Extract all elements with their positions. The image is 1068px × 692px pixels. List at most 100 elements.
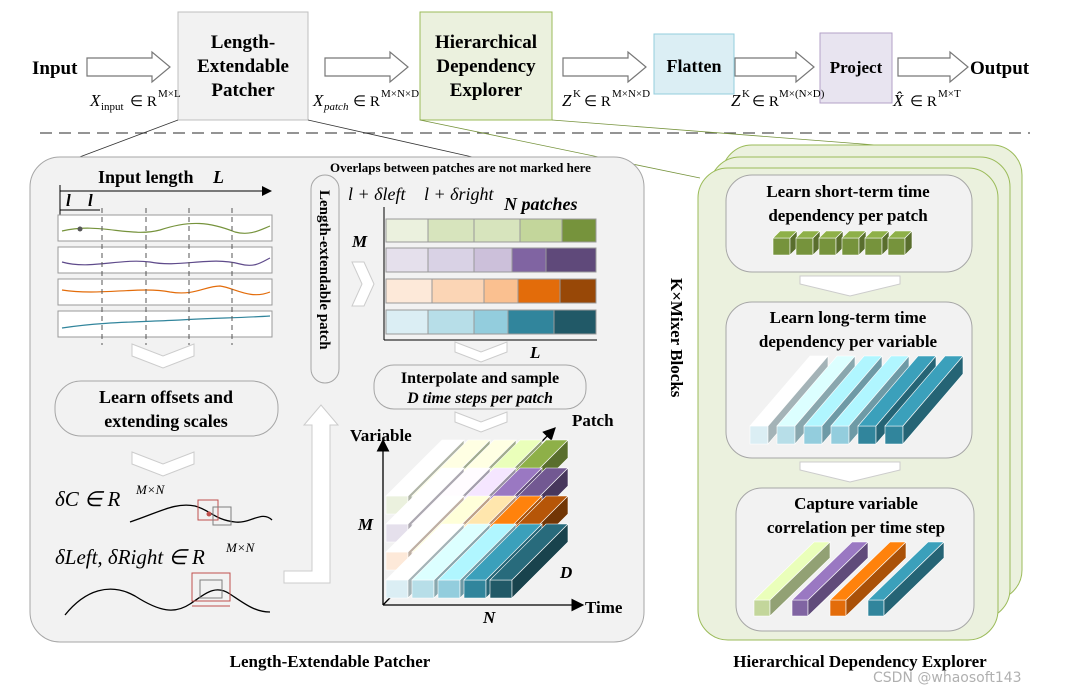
patch-cell — [427, 247, 475, 273]
long-bar-front — [857, 425, 877, 445]
patcher-box — [177, 11, 309, 121]
corr-bar-side — [845, 541, 907, 617]
patch-cell — [561, 218, 597, 243]
chevron-down-icon — [131, 343, 195, 369]
offset-window — [197, 499, 219, 521]
corr-bar-front — [753, 599, 771, 617]
patch-cell — [385, 218, 429, 243]
short-cube-side — [904, 230, 913, 256]
cube-cell-side — [511, 523, 569, 599]
short-term-cubes — [772, 230, 913, 256]
corr-bar-side — [807, 541, 869, 617]
overlap-note: Overlaps between patches are not marked … — [330, 160, 591, 175]
svg-text:X: X — [312, 91, 324, 110]
learn-offsets-line2: extending scales — [104, 411, 228, 431]
long-bar-front — [803, 425, 823, 445]
patch-cell — [553, 309, 597, 335]
offset-window-shift — [212, 506, 232, 526]
vertical-label: Length-extendable patch — [316, 190, 332, 350]
cube-cell-front — [489, 579, 513, 599]
delta-lr-sup: M×N — [225, 540, 256, 555]
patch-rows — [385, 218, 597, 335]
block-variable-corr-line1: Capture variable — [794, 494, 918, 513]
extend-curve — [64, 588, 271, 616]
long-bar-front — [776, 425, 796, 445]
math-zk-1: Z K ∈ R M×N×D — [562, 88, 650, 110]
patch-cell — [519, 218, 563, 243]
flatten-box — [653, 33, 735, 95]
block-variable-corr-line2: correlation per time step — [767, 518, 945, 537]
hollow-arrow-4 — [734, 50, 815, 84]
patch-cell — [545, 247, 597, 273]
patch-cell — [483, 278, 519, 304]
short-cube-front — [841, 237, 860, 256]
m-label: M — [351, 232, 368, 251]
math-xhat: X̂ ∈ R M×T — [892, 88, 961, 110]
offset-point — [206, 511, 212, 517]
mixer-label: K×Mixer Blocks — [667, 278, 686, 398]
flatten-label: Flatten — [667, 56, 722, 76]
left-formula: l + δleft — [348, 184, 407, 204]
svg-text:∈ R: ∈ R — [584, 94, 611, 110]
long-bar-front — [830, 425, 850, 445]
cube-time-label: Time — [585, 598, 623, 617]
patch-cell — [385, 278, 433, 304]
block-long-term-line2: dependency per variable — [759, 332, 938, 351]
up-arrow — [283, 404, 340, 584]
svg-text:M×L: M×L — [158, 88, 181, 100]
svg-text:X: X — [89, 91, 101, 110]
cube-n-label: N — [482, 608, 496, 627]
math-x-patch: X patch ∈ R M×N×D — [312, 88, 419, 113]
svg-text:Z: Z — [562, 91, 572, 110]
patch-cell — [473, 247, 513, 273]
explorer-box — [419, 11, 553, 121]
patch-cell — [511, 247, 547, 273]
short-cube-front — [887, 237, 906, 256]
math-x-input: X input ∈ R M×L — [89, 88, 181, 113]
delta-lr-formula: δLeft, δRight ∈ R — [55, 545, 205, 569]
project-box — [819, 32, 893, 104]
corr-bar-front — [791, 599, 809, 617]
series-dot — [77, 226, 83, 232]
block-short-term-line1: Learn short-term time — [766, 182, 930, 201]
patch-cell — [473, 309, 509, 335]
corr-bar-front — [867, 599, 885, 617]
svg-text:M×N×D: M×N×D — [381, 88, 419, 100]
l-label: L — [529, 343, 540, 362]
explorer-box-line2: Dependency — [436, 56, 536, 77]
explorer-box-line1: Hierarchical — [435, 32, 537, 53]
patch-cell — [507, 309, 555, 335]
right-formula: l + δright — [424, 184, 495, 204]
chevron-down-icon — [454, 411, 508, 433]
long-term-bars — [749, 355, 964, 445]
svg-text:M×T: M×T — [938, 88, 961, 100]
input-length-var: L — [212, 167, 224, 187]
block-short-term-line2: dependency per patch — [768, 206, 928, 225]
svg-text:X̂: X̂ — [892, 91, 904, 110]
long-bar-side — [902, 355, 964, 445]
cube-variable-label: Variable — [350, 426, 412, 445]
patch-cell — [473, 218, 521, 243]
cube-patch-label: Patch — [572, 411, 614, 430]
extend-window-inner — [199, 579, 223, 599]
explorer-box-line3: Explorer — [450, 80, 523, 101]
patcher-box-line2: Extendable — [197, 56, 289, 77]
vertical-label-capsule — [310, 174, 340, 384]
hollow-arrow-3 — [562, 50, 647, 84]
short-cube-front — [772, 237, 791, 256]
series-line-teal — [61, 315, 271, 329]
l-left: l — [66, 191, 71, 210]
interpolate-line1: Interpolate and sample — [401, 370, 559, 387]
pipeline: Input Output Length- Extendable Patcher … — [32, 11, 1030, 121]
project-label: Project — [830, 58, 883, 77]
short-cube-front — [795, 237, 814, 256]
series-box-4 — [57, 310, 273, 338]
svg-text:patch: patch — [323, 101, 349, 113]
learn-offsets-box — [54, 380, 279, 437]
svg-text:input: input — [101, 101, 124, 113]
n-patches-label: N patches — [503, 194, 578, 214]
input-label: Input — [32, 58, 78, 79]
short-cube-front — [818, 237, 837, 256]
